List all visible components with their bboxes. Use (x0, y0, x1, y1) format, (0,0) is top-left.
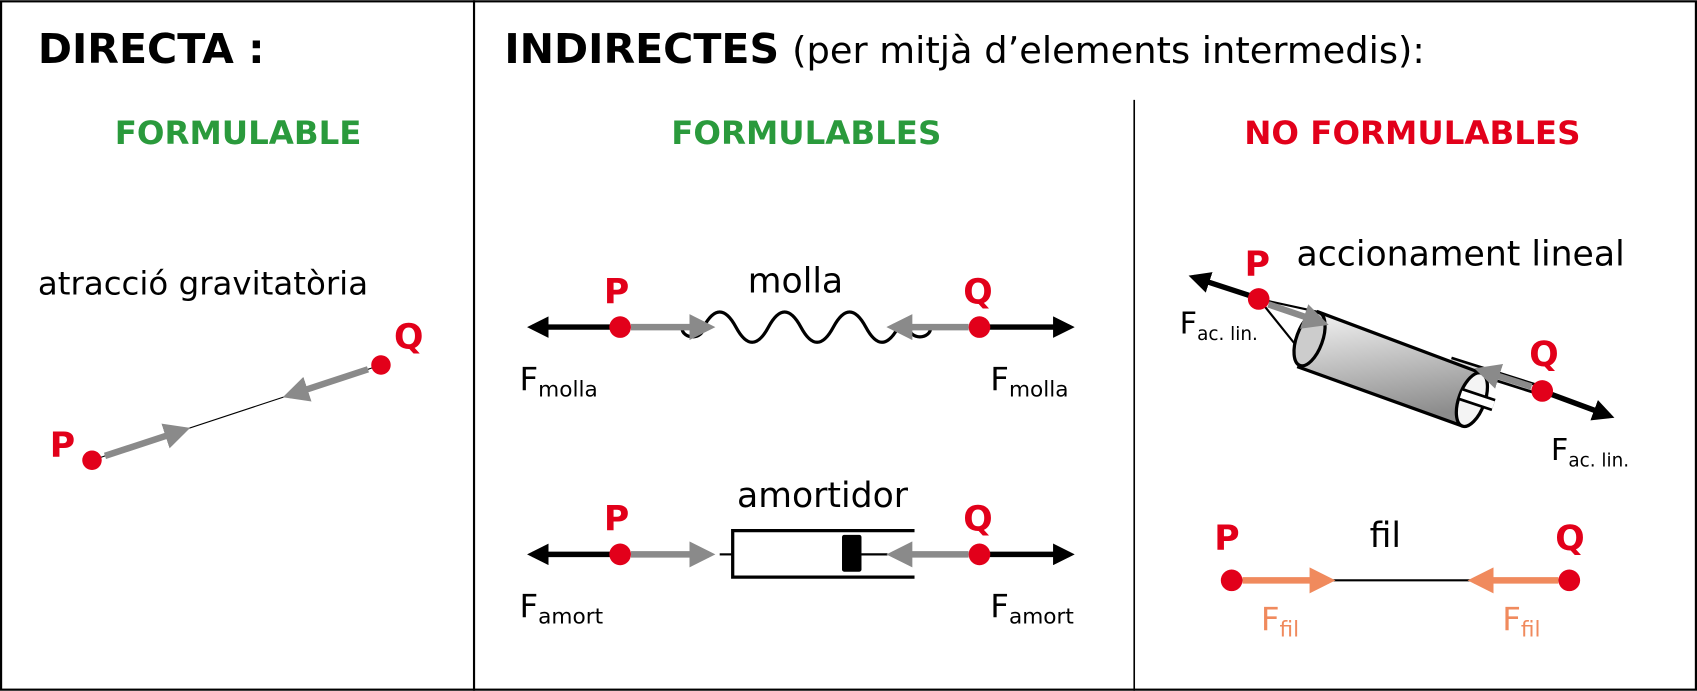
point-q (371, 355, 391, 375)
wire-example: fil P Q Ffil Ffil (1214, 516, 1584, 643)
damper-force-left: Famort (519, 587, 603, 629)
non-formulables-category: NO FORMULABLES (1244, 114, 1580, 152)
gravity-force-arrow-p (103, 423, 191, 459)
point-p-label: P (604, 272, 629, 312)
direct-title: DIRECTA : (38, 25, 265, 73)
gravity-example: atracció gravitatòria P Q (38, 265, 423, 470)
actuator-force-left: Fac. lin. (1180, 307, 1258, 345)
point-q-label: Q (394, 318, 423, 358)
gravity-label: atracció gravitatòria (38, 265, 368, 303)
point-p (82, 450, 102, 470)
damper-label: amortidor (737, 476, 909, 516)
spring-force-right: Fmolla (990, 360, 1068, 402)
point-p-label: P (1245, 245, 1270, 285)
actuator-label: accionament lineal (1297, 234, 1625, 274)
spring-example: molla P Q Fmolla Fmolla (519, 261, 1075, 402)
point-q-label: Q (1529, 335, 1558, 375)
point-q-label: Q (963, 272, 992, 312)
actuator-example: accionament lineal P Q Fac. lin. Fac. li… (1180, 234, 1629, 471)
wire-label: fil (1370, 516, 1401, 556)
direct-category: FORMULABLE (115, 114, 362, 152)
point-p-label: P (50, 426, 75, 466)
spring-label: molla (748, 261, 843, 301)
actuator-force-right: Fac. lin. (1551, 433, 1629, 471)
wire-force-left: Ffil (1261, 600, 1299, 642)
indirect-title: INDIRECTES (per mitjà d’elements interme… (504, 25, 1424, 73)
point-p-label: P (1214, 519, 1239, 559)
damper-piston (842, 534, 862, 572)
gravity-force-arrow-q (282, 366, 369, 402)
point-q-label: Q (1555, 519, 1584, 559)
damper-example: amortidor P Q Famort Famort (519, 476, 1075, 630)
point-q-label: Q (963, 500, 992, 540)
formulables-category: FORMULABLES (671, 114, 941, 152)
damper-force-right: Famort (990, 587, 1074, 629)
point-p-label: P (604, 500, 629, 540)
wire-force-right: Ffil (1502, 600, 1540, 642)
spring-force-left: Fmolla (519, 360, 597, 402)
